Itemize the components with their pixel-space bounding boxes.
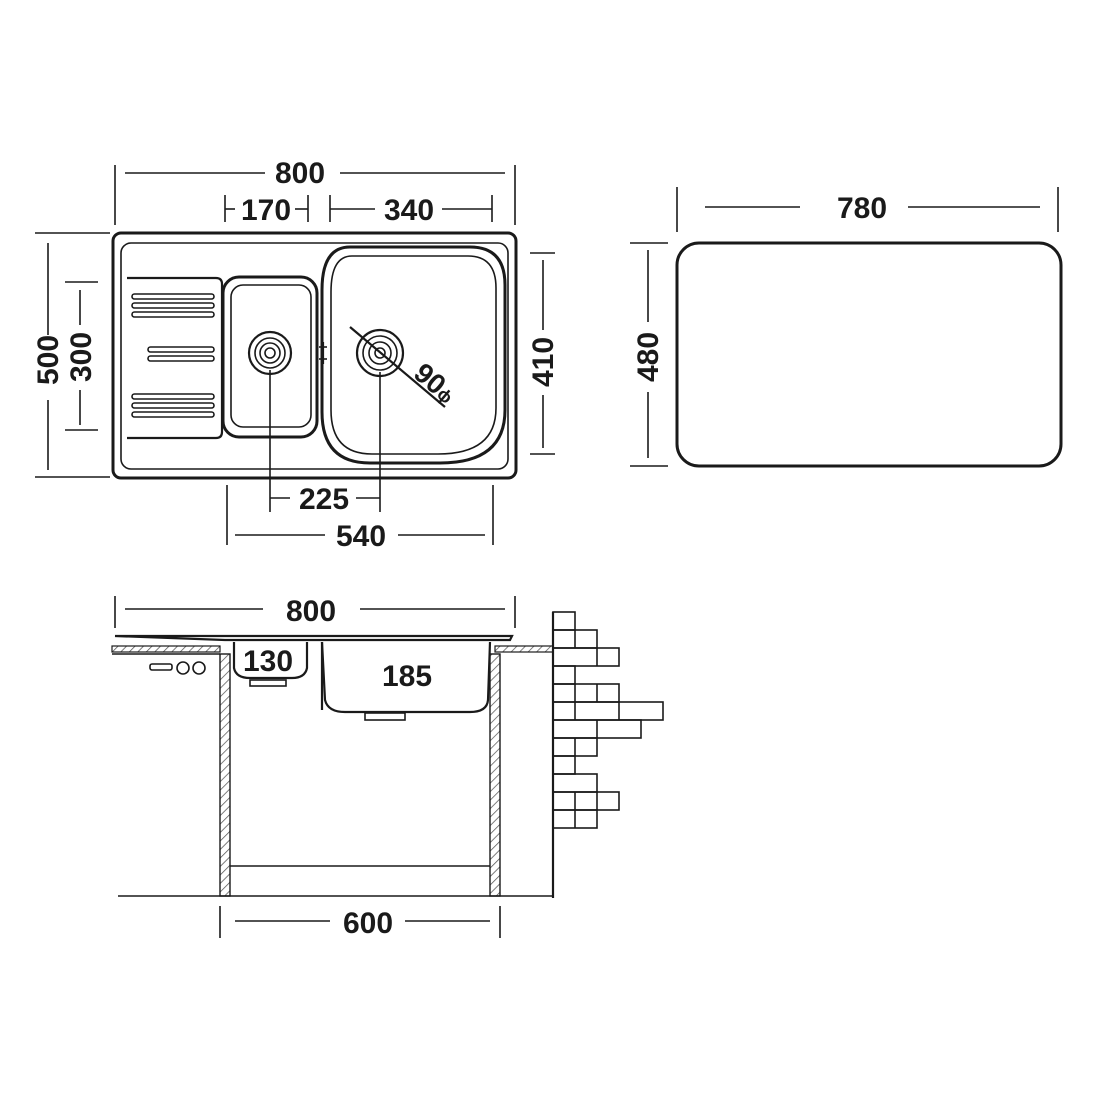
- top-view: 800 170 340 500 300: [32, 157, 560, 553]
- dim-drain-spacing: 225: [299, 483, 349, 516]
- dim-overall-depth: 500: [32, 335, 65, 385]
- dim-small-bowl-depth: 300: [65, 332, 98, 382]
- small-bowl-profile: [232, 642, 309, 680]
- cutout-view: 780 480: [630, 187, 1063, 468]
- dim-overall-width-side: 800: [286, 595, 336, 628]
- main-bowl: [320, 245, 507, 465]
- main-bowl-profile: [320, 641, 492, 714]
- side-view: 800 130 185: [111, 595, 664, 940]
- drainer-grooves: [131, 293, 215, 418]
- dim-main-bowl-width: 340: [384, 194, 434, 227]
- dim-overall-width-top: 800: [275, 157, 325, 190]
- appliance-panel: [149, 663, 173, 671]
- countertop: [111, 645, 221, 653]
- brick-wall: [551, 611, 664, 898]
- dim-cabinet-width: 600: [343, 907, 393, 940]
- appliance-knob-icon: [176, 661, 190, 675]
- cabinet-left-wall: [219, 653, 231, 897]
- dim-drainer-width: 170: [241, 194, 291, 227]
- dim-main-bowl-height: 185: [382, 660, 432, 693]
- cutout-outline: [675, 241, 1063, 468]
- sink-outer-rim: [111, 231, 518, 480]
- small-bowl-drain: [247, 330, 293, 376]
- dim-drain-diameter: 90ϕ: [408, 357, 462, 409]
- dim-bowls-width: 540: [336, 520, 386, 553]
- dim-small-bowl-height: 130: [243, 645, 293, 678]
- dim-cutout-depth: 480: [632, 332, 665, 382]
- dim-main-bowl-depth: 410: [527, 337, 560, 387]
- cabinet-right-wall: [489, 653, 501, 897]
- dim-cutout-width: 780: [837, 192, 887, 225]
- drainer-area: [127, 276, 224, 440]
